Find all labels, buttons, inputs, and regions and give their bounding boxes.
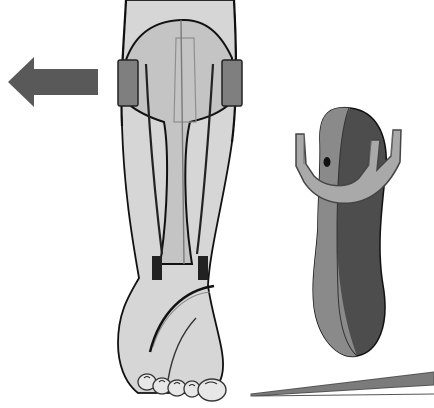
- left-arrow-icon: [8, 57, 98, 107]
- wedge-icon: [251, 372, 434, 396]
